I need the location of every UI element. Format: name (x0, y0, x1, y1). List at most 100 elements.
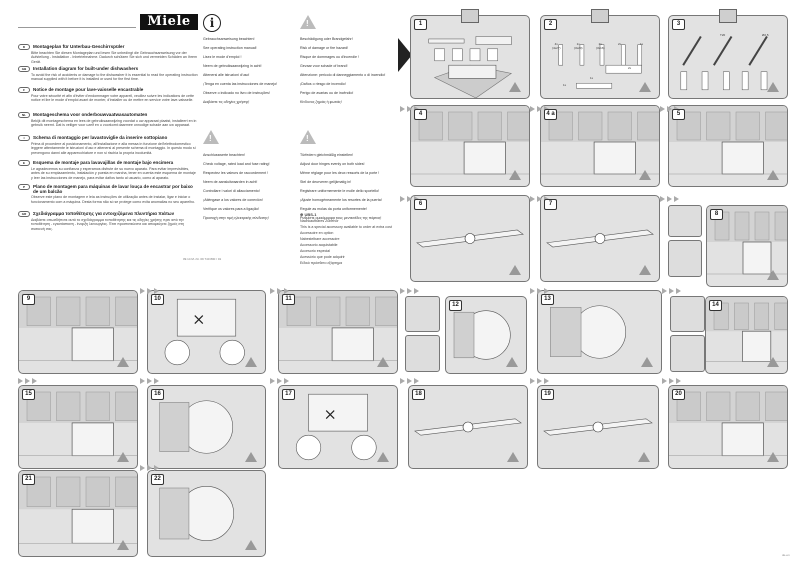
step-arrow-icon (147, 378, 152, 384)
note-line: Ρυθμίστε ομοιόμορφα τους μεντεσέδες της … (300, 216, 382, 220)
note-line: Neem de gebruiksaanwijzing in acht! (203, 64, 262, 68)
step-panel: 7 (540, 195, 660, 282)
step-panel: 16 (147, 385, 266, 469)
step-number: 8 (710, 209, 723, 220)
note-line: Controllare i valori di allacciamento! (203, 189, 260, 193)
part-qty: 2x (628, 66, 632, 70)
step-number: 17 (282, 389, 295, 400)
language-text: Le agradecemos su confianza y esperamos … (31, 167, 196, 180)
step-arrow-icon (154, 288, 159, 294)
step-arrow-icon (676, 378, 681, 384)
step-panel: 1 (410, 15, 530, 99)
language-text: Observe este plano de montagem e leia as… (31, 195, 196, 204)
step-illustration (159, 400, 257, 462)
step-illustration (541, 106, 659, 180)
part-qty: 2x (618, 42, 622, 46)
part-label: 2x (618, 42, 621, 46)
step-illustration (414, 418, 522, 462)
step-panel: 14 (705, 296, 788, 374)
note-line: Lisez le mode d'emploi ! (203, 55, 242, 59)
step-illustration (295, 393, 389, 462)
next-arrow-icon (398, 38, 412, 72)
note-line: Gevaar voor schade of brand! (300, 64, 348, 68)
step-arrow-icon (284, 378, 289, 384)
step-arrow-icon (669, 378, 674, 384)
note-line: Observe o indicado no livro de instruçõe… (203, 91, 270, 95)
note-line: Registrare uniformemente le molle dello … (300, 189, 380, 193)
note-line: Attenzione: pericolo di danneggiamento o… (300, 73, 386, 77)
step-arrow-icon (270, 378, 275, 384)
info-notes: Gebrauchsanweisung beachten!See operatin… (203, 37, 293, 109)
step-illustration (19, 291, 137, 367)
step-arrow-icon (140, 465, 145, 471)
step-arrow-icon (407, 196, 412, 202)
step-arrow-icon (537, 288, 542, 294)
language-text: Διαβάστε οπωσδήποτε αυτό το σχεδιάγραμμα… (31, 218, 185, 231)
detail-inset (668, 205, 702, 237)
accessory-item: Accessorio acquistabile (300, 243, 338, 247)
part-qty: 2x (598, 42, 602, 46)
note-line: Anschlusswerte beachten! (203, 153, 245, 157)
step-arrow-icon (32, 378, 37, 384)
step-arrow-icon (537, 196, 542, 202)
warning-icon: ! (203, 130, 219, 144)
part-qty: 1x (576, 42, 580, 46)
language-title: Esquema de montaje para lavavajillas de … (33, 160, 174, 165)
step-number: 11 (282, 294, 295, 305)
step-illustration (680, 35, 779, 92)
note-line: ¡Tenga en cuenta las instrucciones de ma… (203, 82, 278, 86)
step-arrow-icon (277, 378, 282, 384)
step-arrow-icon (400, 288, 405, 294)
step-arrow-icon (676, 288, 681, 294)
step-panel: 11 (278, 290, 398, 374)
step-arrow-icon (669, 288, 674, 294)
language-code-badge: P (18, 184, 30, 190)
note-line: Neem de aansluitwaarden in acht! (203, 180, 258, 184)
miele-logo: Miele (140, 14, 198, 30)
warning-icon: ! (300, 130, 316, 144)
note-line: Verifique os valores para a ligação! (203, 207, 259, 211)
step-panel: 22 (147, 470, 266, 557)
step-panel: 8 (706, 205, 788, 287)
step-arrow-icon (407, 378, 412, 384)
step-number: 15 (22, 389, 35, 400)
detail-inset (405, 296, 440, 332)
step-header-icon (461, 9, 479, 23)
info-icon: i (203, 14, 221, 32)
step-arrow-icon (277, 288, 282, 294)
language-text: Prima di procedere al posizionamento, al… (31, 142, 196, 155)
step-panel: 9 (18, 290, 138, 374)
accessory-item: Nachkaufbares Zubehör (300, 219, 339, 223)
step-illustration (550, 305, 653, 367)
part-qty: 1x (590, 76, 594, 80)
language-code-badge: F (18, 87, 30, 93)
accessory-item: Ειδικό πρόσθετο εξάρτημα (300, 261, 343, 265)
door-notes: Türfedern gleichmäßig einstellen!Adjust … (300, 153, 395, 225)
step-number: 18 (412, 389, 425, 400)
step-number: 16 (151, 389, 164, 400)
language-text: Bekijk dit montageschema en lees de gebr… (31, 119, 197, 128)
step-arrow-icon (147, 465, 152, 471)
part-qty: 1x (563, 83, 567, 87)
step-arrow-icon (18, 378, 23, 384)
step-illustration (428, 36, 521, 98)
part-size: (4x27) (552, 46, 561, 50)
warning-icon: ! (300, 15, 316, 29)
accessory-item: Accesorio especial (300, 249, 330, 253)
language-title: Montageplan für Unterbau-Geschirrspüler (33, 44, 125, 49)
note-line: Beschädigung oder Brandgefahr! (300, 37, 353, 41)
step-panel: 12 (445, 296, 527, 374)
part-qty: 1x (640, 42, 644, 46)
part-size: (3x20) (574, 46, 583, 50)
step-panel: 10 (147, 290, 266, 374)
note-line: Risk of damage or fire hazard! (300, 46, 349, 50)
part-label: 1x(3x20) (574, 42, 583, 50)
step-arrow-icon (530, 196, 535, 202)
step-illustration (669, 106, 787, 180)
step-illustration (558, 44, 651, 92)
language-title: Plano de montagem para máquinas de lavar… (33, 184, 193, 195)
